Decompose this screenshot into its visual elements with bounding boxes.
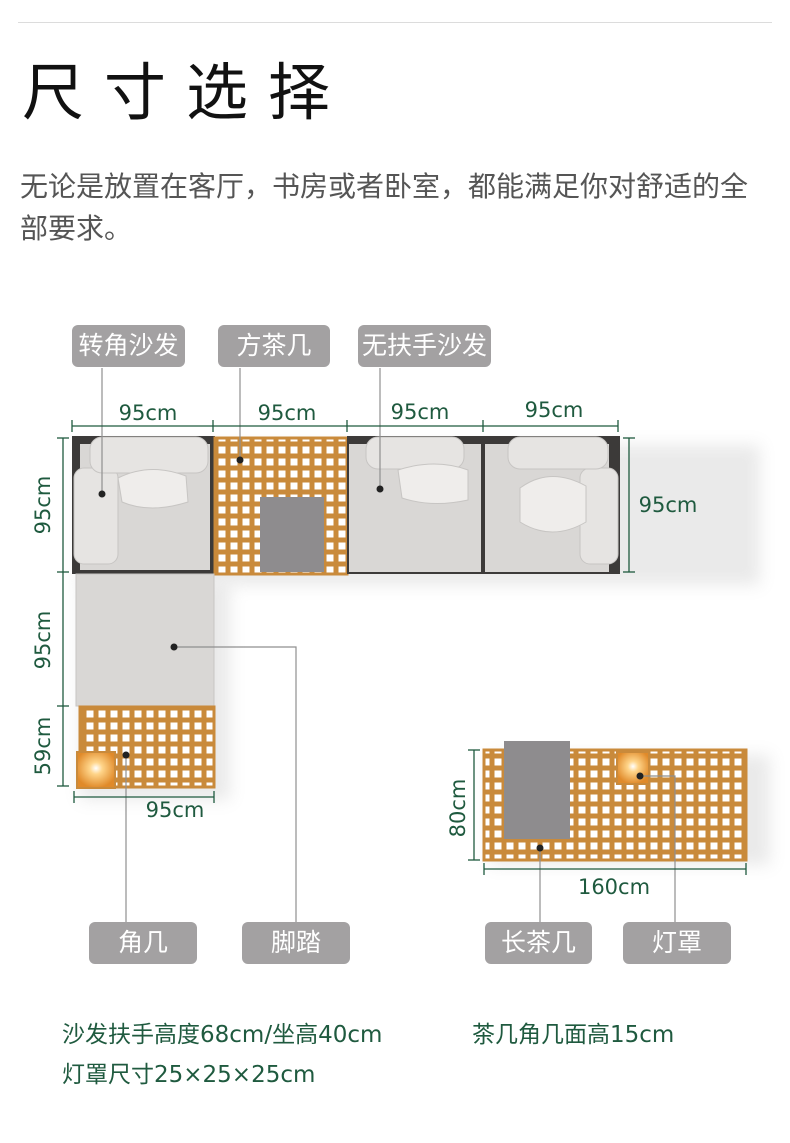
dim-top-3: 95cm: [391, 400, 450, 424]
dimension-lines: [57, 420, 747, 875]
label-long-table: 长茶几: [485, 922, 592, 964]
label-footstool: 脚踏: [242, 922, 350, 964]
note-armrest-height: 沙发扶手高度68cm/坐高40cm: [62, 1022, 383, 1048]
top-divider: [18, 22, 772, 23]
label-corner-table: 角几: [89, 922, 197, 964]
label-corner-sofa: 转角沙发: [72, 325, 185, 367]
armless-sofa-2: [483, 436, 620, 574]
note-table-height: 茶几角几面高15cm: [472, 1022, 675, 1048]
corner-table: [76, 705, 216, 789]
label-armless-sofa: 无扶手沙发: [358, 325, 491, 367]
label-lampshade: 灯罩: [623, 922, 731, 964]
footstool: [75, 573, 215, 707]
dim-bottom-left: 95cm: [146, 798, 205, 822]
armless-sofa-1: [347, 436, 483, 574]
dim-left-1: 95cm: [31, 476, 55, 535]
note-lamp-size: 灯罩尺寸25×25×25cm: [62, 1062, 316, 1088]
square-coffee-table: [213, 436, 349, 576]
dim-long-table-height: 80cm: [446, 779, 470, 838]
dim-right-height: 95cm: [639, 493, 698, 517]
dim-top-1: 95cm: [119, 401, 178, 425]
long-coffee-table: [482, 741, 748, 862]
corner-sofa: [72, 436, 215, 574]
dim-left-2: 95cm: [31, 611, 55, 670]
dim-long-table-width: 160cm: [578, 875, 650, 899]
dim-top-4: 95cm: [525, 398, 584, 422]
dim-top-2: 95cm: [258, 401, 317, 425]
page-description: 无论是放置在客厅，书房或者卧室，都能满足你对舒适的全部要求。: [20, 170, 749, 245]
page-title: 尺寸选择: [22, 56, 351, 129]
dim-left-3: 59cm: [31, 717, 55, 776]
marker-dots: [98, 456, 644, 852]
label-square-table: 方茶几: [218, 325, 330, 367]
dimension-labels: 95cm 95cm 95cm 95cm 95cm 95cm 160cm 95cm…: [31, 398, 697, 899]
leader-lines: [101, 368, 676, 923]
